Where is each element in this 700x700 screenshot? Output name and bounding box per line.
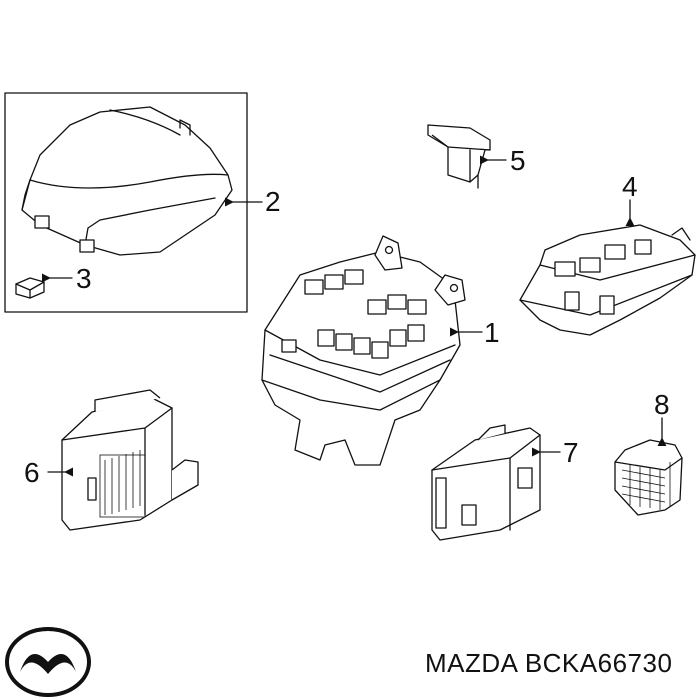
callout-6: 6 [24, 457, 40, 488]
mazda-logo-icon [5, 627, 91, 697]
leader-lines [41, 155, 667, 477]
fuse-puller [15, 277, 45, 299]
control-module [61, 389, 199, 531]
ecu-module [431, 424, 541, 541]
callout-8: 8 [654, 389, 670, 420]
callout-3: 3 [76, 263, 92, 294]
brand-name: MAZDA [425, 648, 518, 678]
fuse-relay-box [261, 235, 466, 466]
callout-2: 2 [265, 186, 281, 217]
relay-connector [427, 124, 491, 189]
small-connector [614, 439, 683, 516]
part-label: MAZDA BCKA66730 [425, 648, 672, 679]
callout-1: 1 [484, 317, 500, 348]
part-number: BCKA66730 [524, 648, 673, 678]
callout-5: 5 [510, 145, 526, 176]
callout-4: 4 [622, 171, 638, 202]
callout-7: 7 [563, 437, 579, 468]
junction-block [519, 224, 696, 336]
fuse-box-cover [21, 106, 233, 256]
